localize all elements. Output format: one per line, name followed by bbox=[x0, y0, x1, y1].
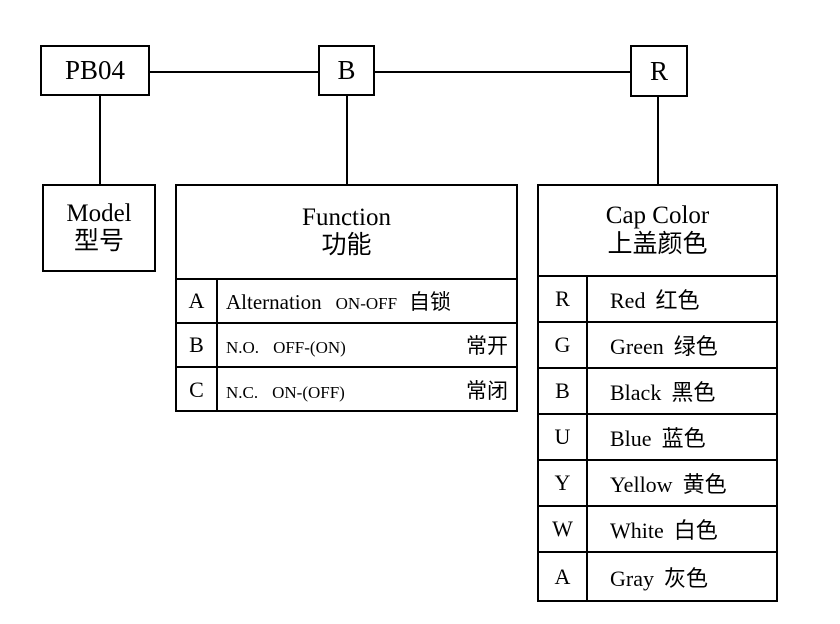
cap-color-row-desc: Blue 蓝色 bbox=[588, 415, 776, 459]
cap-color-row-code: W bbox=[539, 507, 588, 551]
cap-color-row-desc: Gray 灰色 bbox=[588, 553, 776, 600]
function-row-desc-cn: 常闭 bbox=[466, 379, 508, 403]
table-row: W White 白色 bbox=[539, 507, 776, 553]
table-row: Y Yellow 黄色 bbox=[539, 461, 776, 507]
connector-b-to-r bbox=[375, 71, 630, 73]
cap-color-row-desc: Yellow 黄色 bbox=[588, 461, 776, 505]
function-row-desc-main: N.C. bbox=[226, 383, 259, 402]
cap-color-row-cn: 绿色 bbox=[673, 334, 718, 359]
cap-color-row-en: Black bbox=[610, 380, 662, 405]
connector-r-to-cap-color bbox=[657, 97, 659, 184]
function-header-cn: 功能 bbox=[321, 232, 372, 259]
code-box-model-label: PB04 bbox=[64, 55, 126, 85]
function-row-code: C bbox=[177, 368, 218, 412]
cap-color-row-cn: 黄色 bbox=[682, 472, 727, 497]
cap-color-row-en: Blue bbox=[610, 426, 652, 451]
function-row-code: B bbox=[177, 324, 218, 366]
cap-color-row-cn: 灰色 bbox=[663, 565, 708, 591]
function-row-desc: N.O. OFF-(ON) 常开 bbox=[218, 324, 516, 366]
table-row: B N.O. OFF-(ON) 常开 bbox=[177, 324, 516, 368]
cap-color-row-en: Yellow bbox=[610, 472, 673, 497]
cap-color-row-code: G bbox=[539, 323, 588, 367]
cap-color-row-en: White bbox=[610, 518, 664, 543]
connector-pb04-to-model bbox=[99, 96, 101, 184]
function-row-desc: Alternation ON-OFF 自锁 bbox=[218, 280, 516, 322]
function-row-desc-cn: 自锁 bbox=[409, 290, 452, 314]
cap-color-row-code: R bbox=[539, 277, 588, 321]
cap-color-row-cn: 黑色 bbox=[671, 380, 716, 405]
table-row: R Red 红色 bbox=[539, 277, 776, 323]
cap-color-row-en: Gray bbox=[610, 565, 654, 591]
cap-color-row-code: Y bbox=[539, 461, 588, 505]
code-box-cap-color-label: R bbox=[649, 55, 668, 86]
cap-color-row-en: Green bbox=[610, 334, 664, 359]
function-row-desc-state: OFF-(ON) bbox=[273, 338, 346, 357]
function-row-code: A bbox=[177, 280, 218, 322]
function-row-desc: N.C. ON-(OFF) 常闭 bbox=[218, 368, 516, 412]
code-box-cap-color[interactable]: R bbox=[630, 45, 688, 97]
table-row: U Blue 蓝色 bbox=[539, 415, 776, 461]
model-label-cn: 型号 bbox=[73, 228, 124, 255]
table-row: A Alternation ON-OFF 自锁 bbox=[177, 280, 516, 324]
code-box-model[interactable]: PB04 bbox=[40, 45, 150, 96]
function-row-desc-state: ON-(OFF) bbox=[272, 383, 345, 402]
cap-color-row-cn: 白色 bbox=[673, 518, 718, 543]
function-table-header: Function 功能 bbox=[177, 186, 516, 280]
function-row-desc-cn: 常开 bbox=[466, 334, 508, 358]
function-table: Function 功能 A Alternation ON-OFF 自锁 B N.… bbox=[175, 184, 518, 412]
function-row-desc-main: N.O. bbox=[226, 338, 260, 357]
function-row-desc-main: Alternation bbox=[226, 290, 322, 314]
cap-color-row-desc: Green 绿色 bbox=[588, 323, 776, 367]
cap-color-row-code: A bbox=[539, 553, 588, 600]
cap-color-table-header: Cap Color 上盖颜色 bbox=[539, 186, 776, 277]
cap-color-row-cn: 红色 bbox=[655, 288, 700, 313]
connector-pb04-to-b bbox=[150, 71, 320, 73]
table-row: B Black 黑色 bbox=[539, 369, 776, 415]
cap-color-row-en: Red bbox=[610, 288, 646, 313]
cap-color-header-en: Cap Color bbox=[605, 202, 710, 229]
function-header-en: Function bbox=[302, 203, 391, 231]
table-row: A Gray 灰色 bbox=[539, 553, 776, 600]
model-box: Model 型号 bbox=[42, 184, 156, 272]
cap-color-row-desc: Red 红色 bbox=[588, 277, 776, 321]
cap-color-header-cn: 上盖颜色 bbox=[607, 230, 708, 258]
table-row: C N.C. ON-(OFF) 常闭 bbox=[177, 368, 516, 412]
model-label-en: Model bbox=[66, 200, 132, 227]
cap-color-row-desc: Black 黑色 bbox=[588, 369, 776, 413]
cap-color-row-code: B bbox=[539, 369, 588, 413]
table-row: G Green 绿色 bbox=[539, 323, 776, 369]
cap-color-row-cn: 蓝色 bbox=[661, 426, 706, 451]
connector-b-to-function bbox=[346, 96, 348, 184]
cap-color-row-desc: White 白色 bbox=[588, 507, 776, 551]
function-row-desc-state: ON-OFF bbox=[335, 294, 398, 313]
code-box-function-label: B bbox=[337, 55, 356, 85]
cap-color-table: Cap Color 上盖颜色 R Red 红色 G Green 绿色 B bbox=[537, 184, 778, 602]
code-box-function[interactable]: B bbox=[318, 45, 375, 96]
cap-color-row-code: U bbox=[539, 415, 588, 459]
